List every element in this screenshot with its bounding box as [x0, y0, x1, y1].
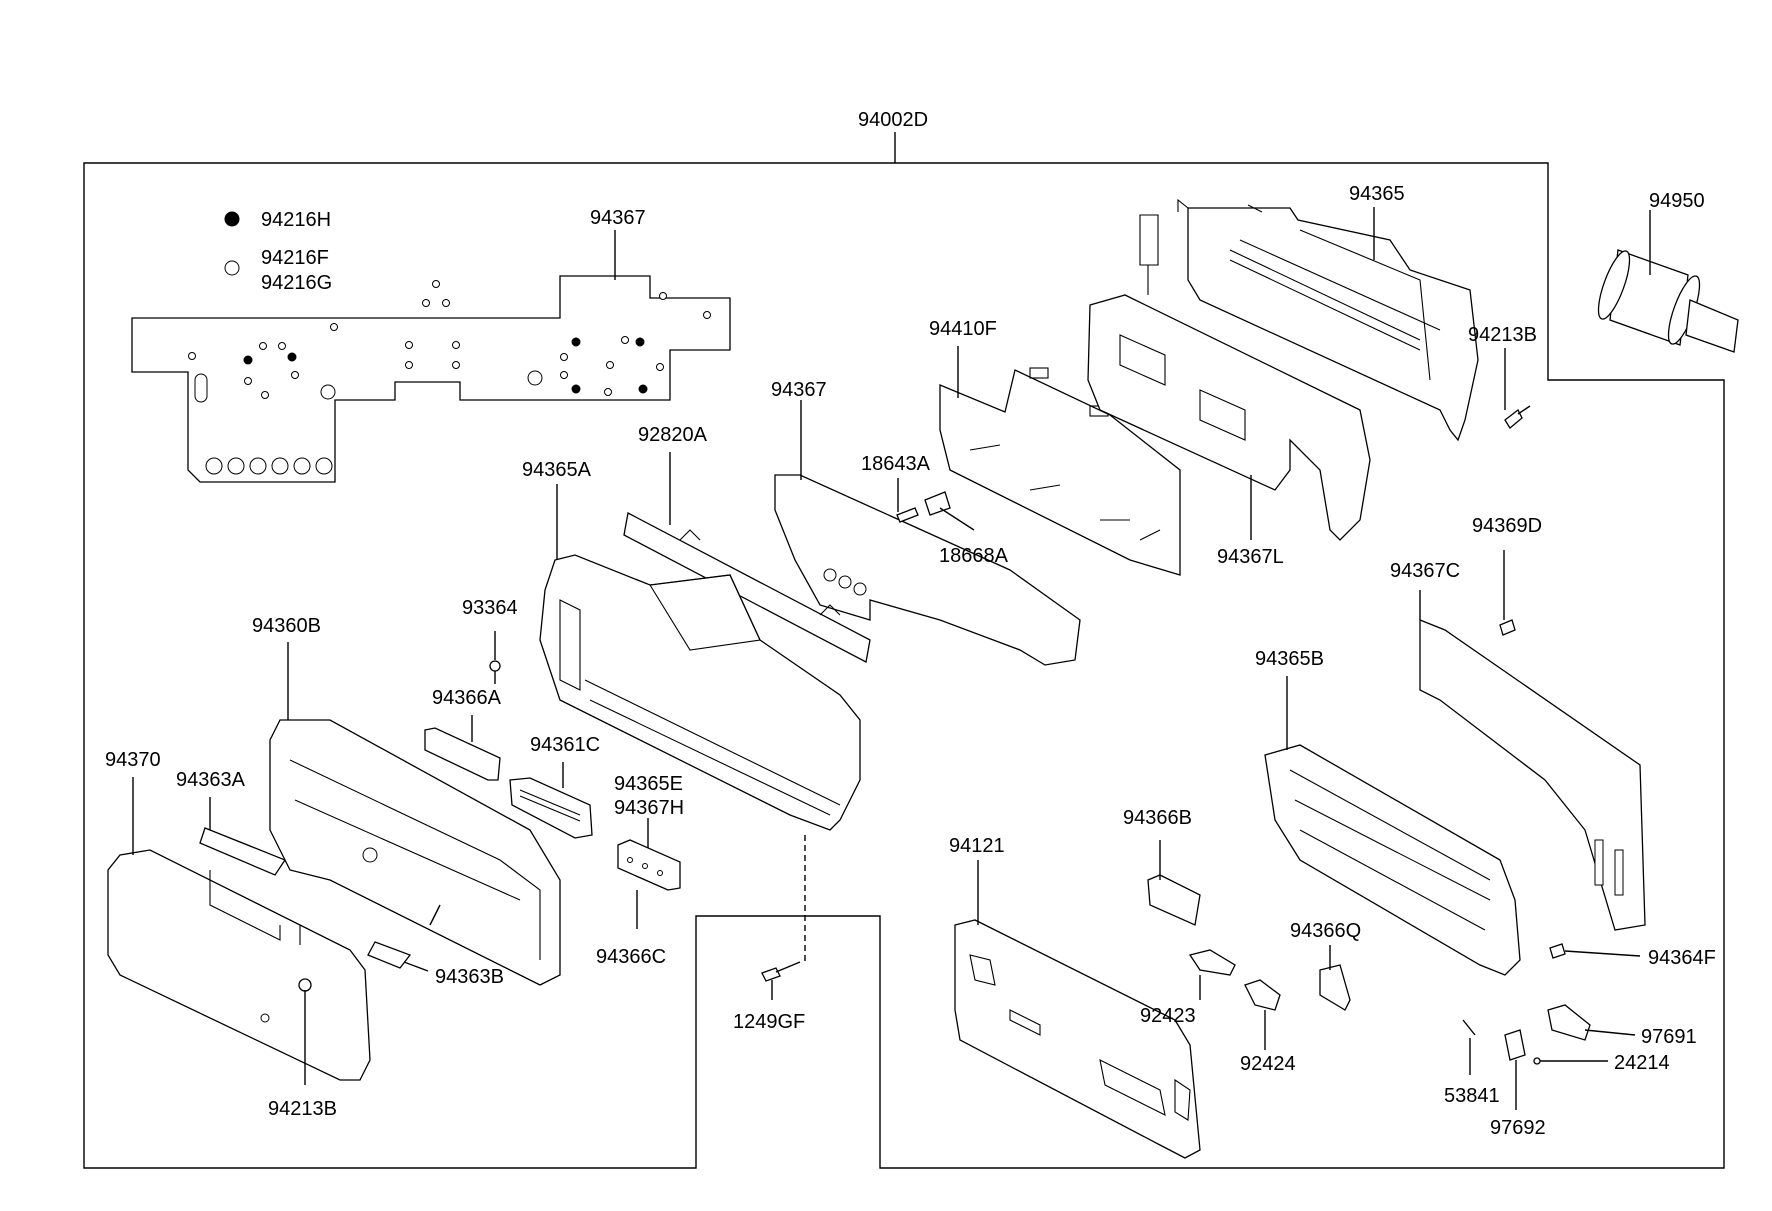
part-label: 97691 — [1641, 1026, 1697, 1048]
part-94365a-housing-drawing — [539, 554, 861, 831]
part-92423-pad-drawing — [1188, 949, 1236, 976]
part-label: 93364 — [462, 597, 518, 619]
part-24214-washer-drawing — [1533, 1057, 1541, 1065]
part-94366q-tab-drawing — [1319, 964, 1351, 1011]
part-94366a-clip-drawing — [424, 727, 501, 781]
part-label: 18668A — [939, 545, 1009, 567]
part-label: 18643A — [861, 453, 931, 475]
part-label: 94367C — [1390, 560, 1460, 582]
part-94213b-screw-bottom-drawing — [298, 978, 312, 992]
part-label: 94121 — [949, 835, 1005, 857]
part-94950-bulb-drawing — [1597, 249, 1739, 353]
assembly-frame — [83, 132, 1725, 1169]
part-92820a-strip-drawing — [623, 512, 871, 663]
part-label: 94369D — [1472, 515, 1542, 537]
part-label: 94213B — [268, 1098, 337, 1120]
part-label: 94365B — [1255, 648, 1324, 670]
part-label: 94367 — [590, 207, 646, 229]
legend: 94216H 94216F 94216G — [224, 209, 332, 294]
part-1249gf-screw-drawing — [761, 835, 806, 982]
part-92424-pad-drawing — [1244, 979, 1281, 1011]
filled-dot-icon — [224, 211, 240, 227]
part-97691-lever-drawing — [1547, 1004, 1591, 1041]
legend-open-label-1: 94216F — [261, 247, 329, 269]
part-label: 94365 — [1349, 183, 1405, 205]
part-label: 94364F — [1648, 947, 1716, 969]
leader-lines — [132, 207, 1651, 1110]
part-94367l-plate-drawing — [1087, 294, 1371, 541]
part-label: 94366A — [432, 687, 502, 709]
part-label: 94363B — [435, 966, 504, 988]
part-label: 94410F — [929, 318, 997, 340]
part-label: 24214 — [1614, 1052, 1670, 1074]
part-94364f-screw-drawing — [1549, 943, 1566, 959]
part-94365-rear-case-drawing — [1139, 198, 1479, 442]
part-93364-screw-drawing — [489, 660, 501, 684]
part-94361c-connector-drawing — [509, 777, 593, 839]
part-label: 94363A — [176, 769, 246, 791]
part-label: 94361C — [530, 734, 600, 756]
legend-open-label-2: 94216G — [261, 272, 332, 294]
part-94367-pcb-drawing — [131, 275, 731, 483]
part-94121-panel-drawing — [954, 919, 1201, 1159]
part-label: 94950 — [1649, 190, 1705, 212]
part-label: 94370 — [105, 749, 161, 771]
part-97692-clip-drawing — [1504, 1029, 1526, 1061]
part-94213b-screw-top-drawing — [1504, 405, 1531, 429]
part-94365b-housing-drawing — [1264, 744, 1521, 976]
part-label: 92423 — [1140, 1005, 1196, 1027]
part-94369d-screw-drawing — [1499, 619, 1516, 636]
legend-filled-label: 94216H — [261, 209, 331, 231]
part-label: 97692 — [1490, 1117, 1546, 1139]
part-94367-middle-pcb-drawing — [774, 474, 1081, 666]
part-94410f-board-drawing — [939, 367, 1181, 576]
part-94366b-plate-drawing — [1147, 874, 1201, 926]
part-label: 94365A — [522, 459, 592, 481]
part-label: 92424 — [1240, 1053, 1296, 1075]
part-label: 94367 — [771, 379, 827, 401]
part-94363a-film-drawing — [199, 827, 286, 876]
part-label: 94366C — [596, 946, 666, 968]
part-labels: 94367 94365 94950 94213B 94410F 94367 18… — [105, 183, 1716, 1139]
part-94365e-94367h-drawing — [617, 839, 681, 891]
part-label: 94367H — [614, 797, 684, 819]
part-label: 94213B — [1468, 324, 1537, 346]
part-label: 94366B — [1123, 807, 1192, 829]
open-dot-icon — [224, 260, 240, 276]
part-53841-pin-drawing — [1462, 1019, 1476, 1036]
part-label: 53841 — [1444, 1085, 1500, 1107]
part-18643a-18668a-drawing — [896, 491, 951, 523]
part-label: 94367L — [1217, 546, 1284, 568]
part-94370-lens-drawing — [107, 849, 371, 1081]
part-label: 94366Q — [1290, 920, 1361, 942]
part-label: 1249GF — [733, 1011, 805, 1033]
part-94363b-film-drawing — [367, 941, 412, 969]
part-94360b-bezel-drawing — [269, 719, 561, 986]
part-label: 94360B — [252, 615, 321, 637]
assembly-label: 94002D — [858, 109, 928, 131]
part-label: 94365E — [614, 773, 683, 795]
part-label: 92820A — [638, 424, 708, 446]
part-94367c-plate-drawing — [1419, 619, 1646, 931]
